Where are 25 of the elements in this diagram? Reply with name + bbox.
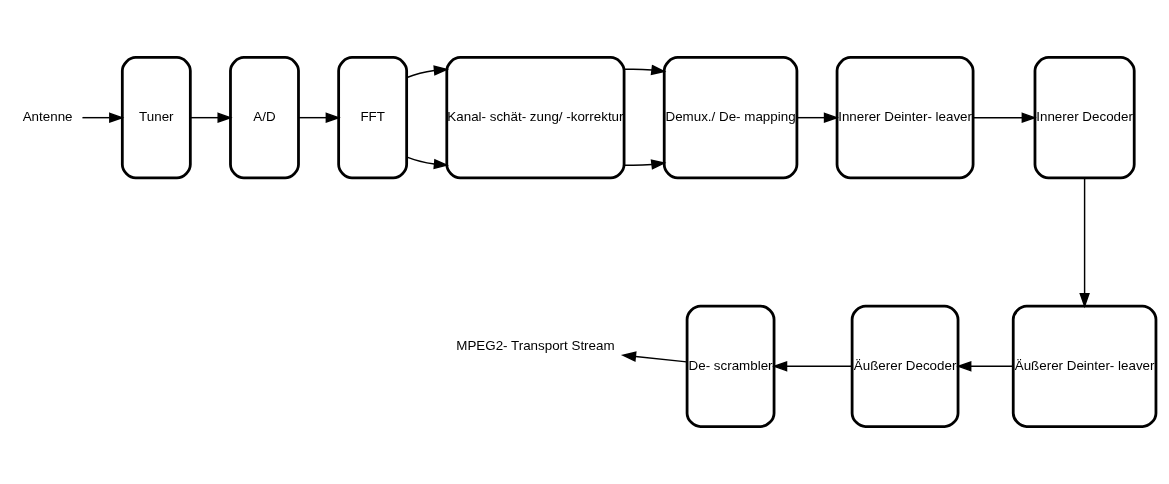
arrow bbox=[796, 112, 839, 123]
node-box: Kanal- schät- zung/ -korrektur bbox=[445, 56, 626, 180]
arrow bbox=[623, 159, 667, 170]
node-text: Antenne bbox=[22, 109, 73, 125]
node-box: Innerer Deinter- leaver bbox=[835, 56, 975, 180]
arrow bbox=[772, 361, 853, 372]
arrow bbox=[81, 112, 125, 123]
node-box: FFT bbox=[337, 56, 409, 180]
arrow bbox=[956, 361, 1014, 372]
node-box: Demux./ De- mapping bbox=[662, 56, 799, 180]
arrow bbox=[297, 112, 341, 123]
arrow bbox=[1079, 177, 1090, 309]
node-box: Äußerer Decoder bbox=[850, 304, 960, 428]
arrow bbox=[406, 156, 449, 170]
arrow bbox=[620, 351, 688, 363]
node-box: Äußerer Deinter- leaver bbox=[1011, 304, 1158, 428]
node-box: De- scrambler bbox=[685, 304, 776, 428]
arrow bbox=[972, 112, 1037, 123]
node-box: Innerer Decoder bbox=[1033, 56, 1136, 180]
node-box: Tuner bbox=[120, 56, 192, 180]
node-box: A/D bbox=[229, 56, 300, 180]
arrow bbox=[406, 65, 449, 79]
arrow bbox=[189, 112, 233, 123]
arrow bbox=[623, 64, 667, 76]
node-text: MPEG2- Transport Stream bbox=[456, 337, 615, 353]
